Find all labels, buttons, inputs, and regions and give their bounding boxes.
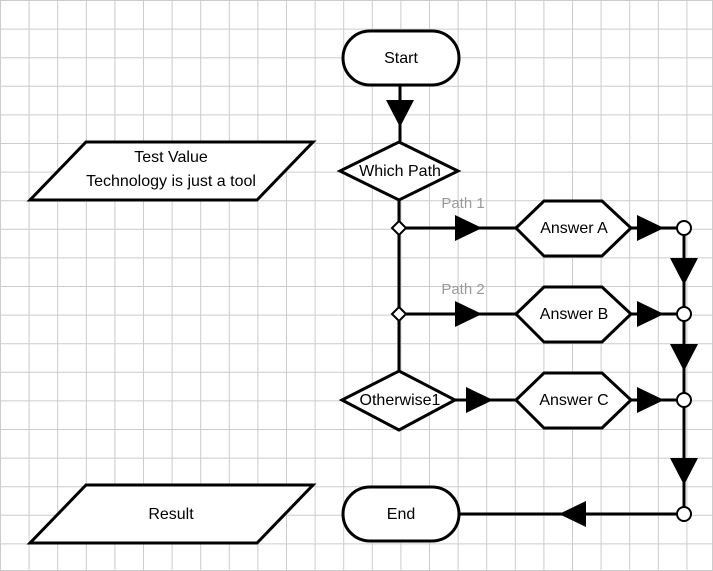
start-label: Start (384, 50, 418, 67)
start-shape[interactable] (341, 29, 461, 87)
node-answer-b[interactable]: Answer B (513, 285, 634, 344)
node-start[interactable]: Start (341, 29, 461, 87)
arrowhead-answer-b-right (637, 301, 664, 327)
arrowhead-path2-right (455, 301, 482, 327)
edge-label-path-2: Path 2 (441, 281, 484, 298)
answer-a-label: Answer A (540, 220, 608, 237)
junction-markers (390, 219, 692, 522)
arrowhead-rail-down-3 (670, 458, 698, 485)
node-end[interactable]: End (341, 485, 461, 543)
arrowhead-answer-c-right (637, 387, 664, 413)
answer-b-shape[interactable] (513, 285, 634, 344)
arrowhead-rail-down-1 (670, 258, 698, 285)
answer-c-label: Answer C (539, 392, 608, 409)
arrowhead-end-left (559, 501, 586, 527)
arrowhead-rail-down-2 (670, 344, 698, 371)
test-value-label-line2: Technology is just a tool (86, 173, 256, 190)
arrowhead-otherwise-right (466, 387, 493, 413)
node-which-path[interactable]: Which Path (336, 140, 462, 202)
answer-c-shape[interactable] (513, 371, 634, 430)
node-answer-a[interactable]: Answer A (513, 199, 634, 258)
answer-a-shape[interactable] (513, 199, 634, 258)
node-test-value[interactable]: Test Value Technology is just a tool (26, 140, 317, 202)
spine-junction-1-diamond[interactable] (390, 219, 408, 237)
result-shape[interactable] (26, 483, 317, 545)
answer-b-label: Answer B (540, 306, 608, 323)
rail-junction-end-circle[interactable] (676, 506, 692, 522)
arrowhead-start-down (386, 100, 414, 127)
rail-junction-c-circle[interactable] (676, 392, 692, 408)
arrowhead-answer-a-right (637, 215, 664, 241)
test-value-shape[interactable] (26, 140, 317, 202)
end-label: End (387, 506, 415, 523)
spine-junction-2-diamond[interactable] (390, 305, 408, 323)
test-value-label-line1: Test Value (134, 149, 208, 166)
which-path-label: Which Path (359, 163, 441, 180)
rail-junction-a-circle[interactable] (676, 220, 692, 236)
rail-junction-b-circle[interactable] (676, 306, 692, 322)
arrowhead-path1-right (455, 215, 482, 241)
result-label: Result (148, 506, 194, 523)
otherwise-shape[interactable] (338, 369, 459, 432)
edge-label-path-1: Path 1 (441, 195, 484, 212)
node-answer-c[interactable]: Answer C (513, 371, 634, 430)
arrowheads (386, 100, 698, 527)
end-shape[interactable] (341, 485, 461, 543)
otherwise-label: Otherwise1 (360, 392, 441, 409)
node-otherwise[interactable]: Otherwise1 (338, 369, 459, 432)
edge-labels: Path 1 Path 2 (441, 195, 484, 298)
node-result[interactable]: Result (26, 483, 317, 545)
which-path-shape[interactable] (336, 140, 462, 202)
